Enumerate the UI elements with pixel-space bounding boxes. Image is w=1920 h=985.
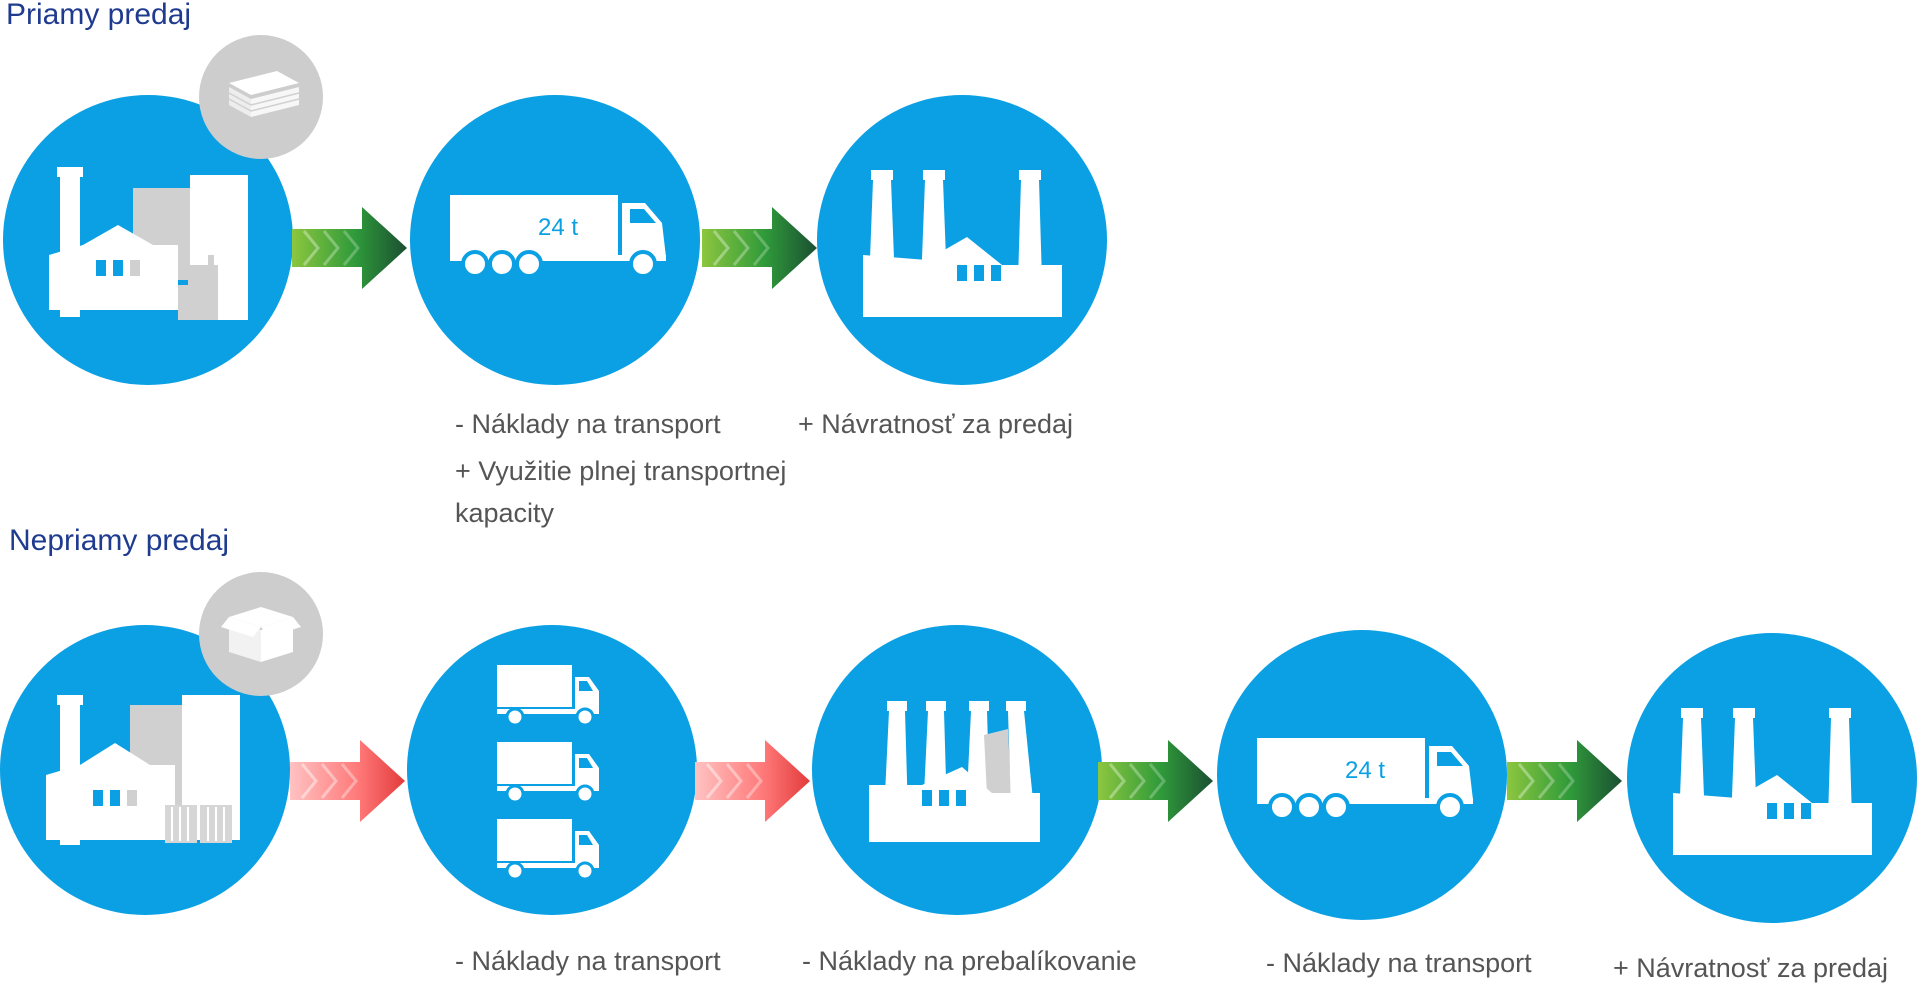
full-truck-circle: 24 t bbox=[410, 95, 700, 385]
factory-icon bbox=[863, 170, 1062, 317]
factory-icon bbox=[1673, 708, 1872, 855]
arrow-green-1 bbox=[292, 207, 407, 289]
truck-icon: 24 t bbox=[450, 195, 666, 278]
arrow-green-4 bbox=[1507, 740, 1622, 822]
indirect-sale-title: Nepriamy predaj bbox=[9, 524, 230, 557]
direct-note-full-capacity-line-1: + Využitie plnej transportnej bbox=[455, 456, 787, 486]
indirect-note-transport-cost-2: - Náklady na transport bbox=[1266, 948, 1532, 978]
arrow-right-icon bbox=[292, 207, 407, 289]
indirect-customer-factory-circle bbox=[1627, 633, 1917, 923]
factory-icon bbox=[869, 701, 1040, 842]
indirect-supplier-factory-circle bbox=[0, 625, 290, 915]
paper-stack-icon bbox=[228, 71, 300, 117]
arrow-right-icon bbox=[695, 740, 810, 822]
arrow-right-icon bbox=[702, 207, 817, 289]
direct-note-return: + Návratnosť za predaj bbox=[798, 409, 1074, 439]
truck-icon: 24 t bbox=[1257, 738, 1473, 821]
arrow-red-1 bbox=[290, 740, 405, 822]
direct-sale-title: Priamy predaj bbox=[6, 0, 192, 31]
indirect-note-return: + Návratnosť za predaj bbox=[1613, 953, 1889, 983]
arrow-green-2 bbox=[702, 207, 817, 289]
indirect-note-transport-cost-1: - Náklady na transport bbox=[455, 946, 721, 976]
factory-warehouse-icon bbox=[46, 695, 240, 845]
arrow-red-2 bbox=[695, 740, 810, 822]
small-trucks-circle bbox=[407, 625, 697, 915]
arrow-right-icon bbox=[1507, 740, 1622, 822]
arrow-right-icon bbox=[1098, 740, 1213, 822]
customer-factory-circle bbox=[817, 95, 1107, 385]
arrow-green-3 bbox=[1098, 740, 1213, 822]
arrow-right-icon bbox=[290, 740, 405, 822]
box-icon bbox=[221, 607, 301, 662]
direct-note-full-capacity-line-2: kapacity bbox=[455, 498, 555, 528]
repackaging-factory-circle bbox=[812, 625, 1102, 915]
indirect-full-truck-circle: 24 t bbox=[1217, 630, 1507, 920]
small-trucks-icon bbox=[497, 665, 599, 881]
direct-note-transport-cost: - Náklady na transport bbox=[455, 409, 721, 439]
truck-capacity-label: 24 t bbox=[1345, 757, 1385, 784]
factory-forklift-icon bbox=[49, 167, 248, 320]
indirect-note-repackaging-cost: - Náklady na prebalíkovanie bbox=[802, 946, 1137, 976]
paper-stack-badge bbox=[199, 35, 323, 159]
truck-capacity-label: 24 t bbox=[538, 214, 578, 241]
box-badge bbox=[199, 572, 323, 696]
